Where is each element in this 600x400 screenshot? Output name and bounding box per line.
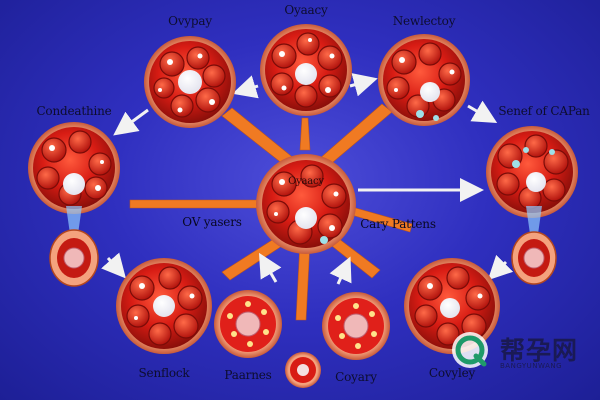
ray-top-right (317, 103, 393, 169)
cell-bottom-center (285, 352, 321, 388)
cell-bottom-right (404, 258, 500, 354)
cell-mid-left (28, 122, 120, 214)
arrow-top-left-to-mid-left (113, 108, 149, 136)
cell-bottom-left (116, 258, 212, 354)
follicle-mid-left (49, 206, 99, 287)
arrow-top-center-to-top-left (232, 75, 259, 99)
label-center: Oyaacy (288, 176, 324, 187)
arrow-top-center-to-top-right (349, 73, 378, 97)
label-mid-left: Condeathine (36, 104, 112, 118)
arrow-bottom-right-up (329, 256, 352, 285)
cell-bottom-center-right (322, 292, 390, 360)
label-bottom-center-left: Paarnes (224, 368, 272, 382)
watermark-text: 帮孕网 (500, 336, 579, 365)
arrow-mid-left-to-bottom-left (101, 252, 126, 279)
watermark-subtext: BANGYUNWANG (500, 362, 563, 370)
label-bottom-left: Senflock (138, 366, 190, 380)
label-center-left: OV yasers (182, 215, 242, 229)
cell-mid-right (486, 126, 578, 218)
watermark-logo-icon (452, 332, 488, 368)
label-top-center: Oyaacy (284, 3, 328, 17)
label-top-left: Ovypay (168, 14, 212, 28)
cell-top-center (260, 24, 352, 116)
arrow-mid-right-to-bottom-right (487, 254, 514, 281)
white-arrows (101, 73, 514, 285)
cell-center (256, 154, 356, 254)
arrow-top-right-to-mid-right (467, 100, 498, 124)
label-bottom-center-right: Coyary (335, 370, 377, 384)
follicle-mid-right (511, 206, 557, 285)
label-bottom-right: Covyley (428, 366, 476, 380)
cell-top-right (378, 34, 470, 126)
label-mid-right: Senef of CAPan (498, 104, 590, 118)
arrow-bottom-left-up (258, 252, 282, 283)
label-center-right: Cary Pattens (360, 217, 436, 231)
label-top-right: Newlectoy (392, 14, 456, 28)
ray-left (129, 199, 271, 209)
ray-center-top (299, 117, 311, 151)
cell-bottom-center-left (214, 290, 282, 358)
cell-top-left (144, 36, 236, 128)
